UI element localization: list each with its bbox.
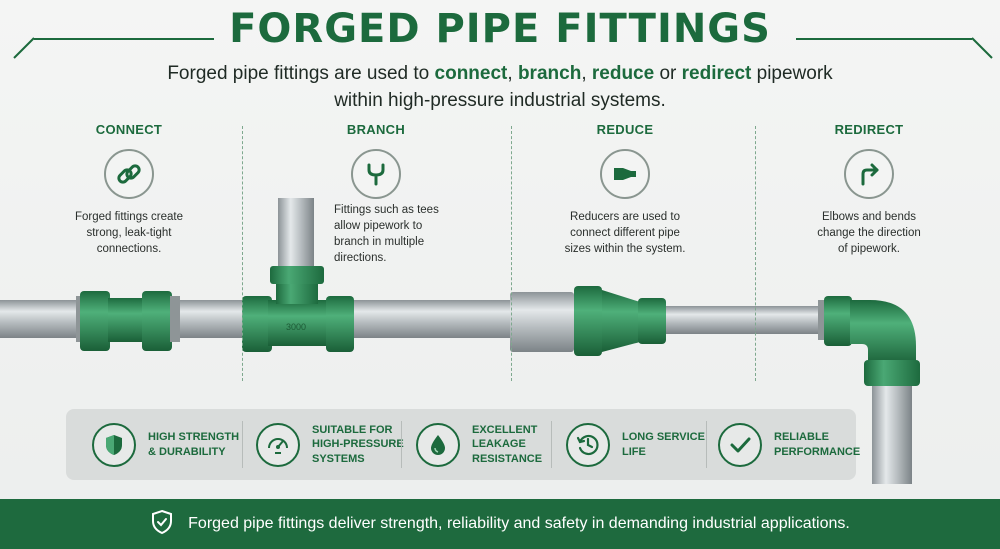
pressure-gauge-icon [256,422,300,467]
page-title: FORGED PIPE FITTINGS [229,6,771,52]
keyword-reduce: reduce [591,63,655,84]
chain-link-icon [104,149,154,199]
keyword-redirect: redirect [681,63,752,84]
water-drop-icon [416,422,460,467]
column-branch: BRANCH [261,122,491,199]
title-rule-left [34,38,214,40]
column-divider [755,126,756,381]
shield-check-icon [150,509,174,540]
tee-marking: 3000 [286,322,306,332]
feature-divider [551,421,552,468]
column-title: REDUCE [596,122,654,137]
banner-text: Forged pipe fittings deliver strength, r… [188,515,850,532]
branch-icon [351,149,401,199]
column-divider [242,126,243,381]
column-title: BRANCH [346,122,406,137]
column-title: CONNECT [95,122,163,137]
feature-divider [401,421,402,468]
reducer-icon [600,149,650,199]
elbow-fitting [818,296,920,386]
turn-arrow-icon [844,149,894,199]
keyword-connect: connect [434,63,508,84]
feature-divider [706,421,707,468]
checkmark-icon [718,422,762,467]
keyword-branch: branch [517,63,582,84]
clock-icon [566,422,610,467]
subtitle: Forged pipe fittings are used to connect… [167,63,833,111]
title-rule-right [796,38,972,40]
bottom-banner: Forged pipe fittings deliver strength, r… [0,499,1000,549]
column-title: REDIRECT [834,122,904,137]
column-divider [511,126,512,381]
feature-divider [242,421,243,468]
shield-icon [92,422,136,467]
elbow-outlet-pipe [872,380,912,484]
feature-strength: HIGH STRENGTH& DURABILITY [92,409,239,480]
tee-fitting: 3000 [242,266,354,352]
reducer-fitting [510,286,666,356]
coupling-fitting [76,291,180,351]
